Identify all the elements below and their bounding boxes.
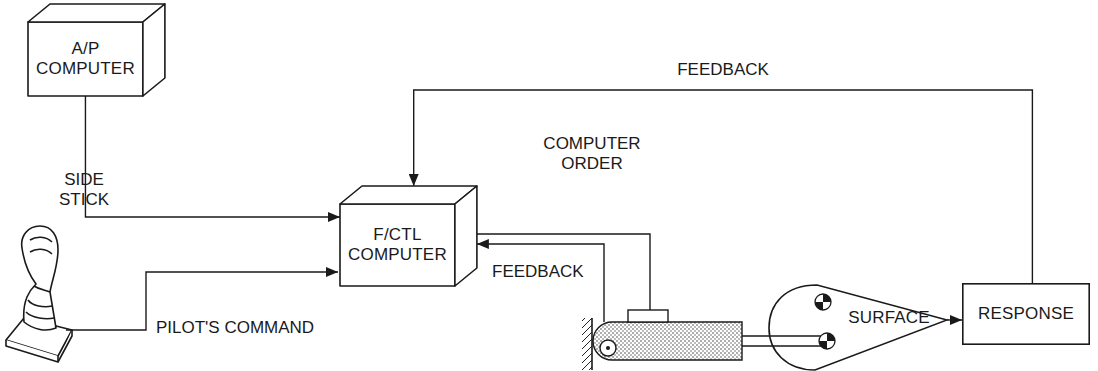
signal-label: PILOT'S COMMAND <box>156 318 314 338</box>
actuator-eye <box>600 340 616 356</box>
signal-arrow <box>85 96 340 217</box>
node-text: RESPONSE <box>972 304 1080 324</box>
feedback-line <box>477 244 604 322</box>
signal-label: FEEDBACK <box>675 60 771 80</box>
pivot-symbol <box>815 294 831 310</box>
side-stick <box>6 226 72 362</box>
servo-valve <box>628 310 668 322</box>
actuator-mount <box>582 318 592 370</box>
computer-box: F/CTL COMPUTER <box>340 186 477 286</box>
signal-arrow <box>414 90 1033 283</box>
computer-box: A/P COMPUTER <box>28 4 165 96</box>
signal-label: FEEDBACK <box>492 262 584 282</box>
order-line <box>477 234 650 310</box>
node-text: A/P COMPUTER <box>28 39 143 80</box>
part-label: SIDE STICK <box>44 170 124 211</box>
node-text: F/CTL COMPUTER <box>340 225 455 266</box>
pivot-symbol <box>819 333 835 349</box>
actuator-rod <box>742 336 826 346</box>
actuator-cylinder <box>593 322 742 360</box>
node-text: SURFACE <box>842 308 936 328</box>
response-box: RESPONSE <box>962 283 1090 345</box>
signal-label: COMPUTER ORDER <box>540 134 644 175</box>
control-surface: SURFACE <box>765 282 947 371</box>
